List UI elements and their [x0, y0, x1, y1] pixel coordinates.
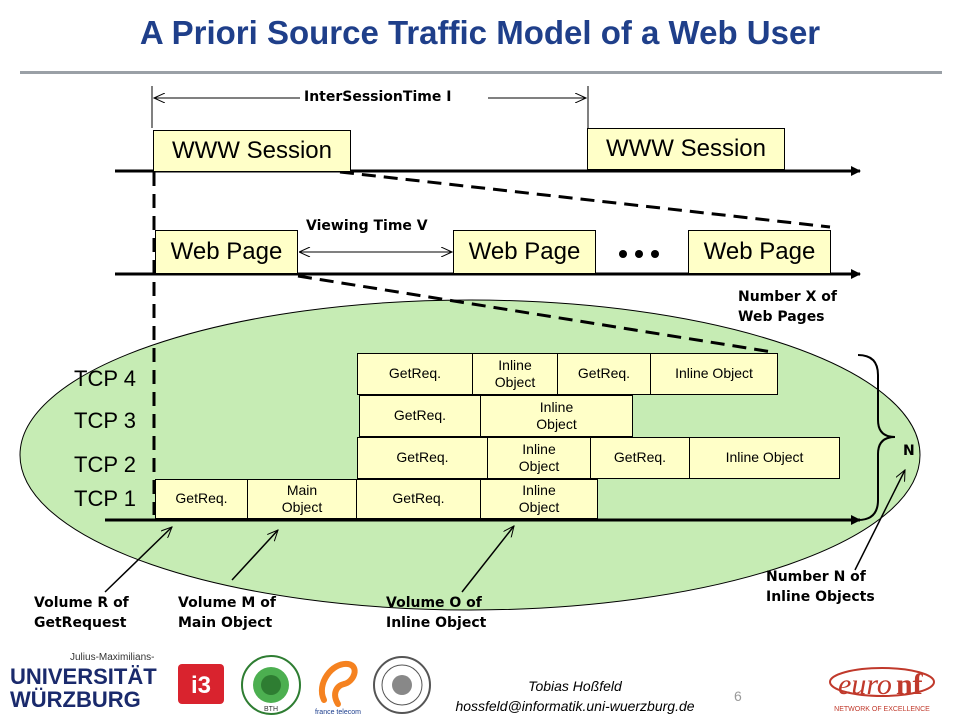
- author-block: Tobias Hoßfeld hossfeld@informatik.uni-w…: [440, 676, 710, 717]
- volume-o-label-line1: Volume O of: [386, 595, 482, 611]
- tcp2-getreq-2: GetReq.: [590, 437, 690, 479]
- university-name-line2: WÜRZBURG: [10, 687, 141, 712]
- volume-m-label: Volume M of Main Object: [178, 594, 276, 633]
- author-name: Tobias Hoßfeld: [528, 678, 622, 694]
- france-telecom-logo: france telecom: [315, 660, 361, 716]
- web-page-box: Web Page: [453, 230, 596, 274]
- volume-o-label-line2: Inline Object: [386, 614, 487, 631]
- tcp4-inline-object: Inline Object: [472, 353, 558, 395]
- zoom-line-page-right: [297, 274, 773, 354]
- svg-text:NETWORK OF EXCELLENCE: NETWORK OF EXCELLENCE: [834, 706, 930, 713]
- ellipsis-dot: [635, 250, 643, 258]
- web-page-box: Web Page: [155, 230, 298, 274]
- svg-text:BTH: BTH: [264, 706, 278, 713]
- www-session-box: WWW Session: [153, 130, 351, 172]
- svg-text:euro: euro: [838, 668, 892, 701]
- bth-logo: BTH: [241, 655, 301, 715]
- tcp3-inline-object: Inline Object: [480, 395, 633, 437]
- tcp4-getreq: GetReq.: [357, 353, 473, 395]
- pointer-volume-o: [461, 526, 514, 593]
- tcp4-inline-object-2: Inline Object: [650, 353, 778, 395]
- university-name-line1: UNIVERSITÄT: [10, 664, 157, 689]
- n-brace: [857, 354, 896, 521]
- page-number: 6: [734, 688, 742, 704]
- slide-footer: [0, 648, 960, 720]
- university-seal-logo: [373, 656, 431, 714]
- pointer-volume-r: [104, 527, 172, 593]
- number-x-label-line1: Number X of: [738, 289, 837, 305]
- web-page-box: Web Page: [688, 230, 831, 274]
- ellipsis-dot: [651, 250, 659, 258]
- tcp1-getreq-2: GetReq.: [356, 479, 481, 519]
- volume-r-label-line2: GetRequest: [34, 614, 127, 631]
- viewing-time-label: Viewing Time V: [306, 218, 428, 234]
- volume-o-label: Volume O of Inline Object: [386, 594, 486, 633]
- www-session-box: WWW Session: [587, 128, 785, 170]
- volume-r-label: Volume R of GetRequest: [34, 594, 129, 633]
- tcp2-inline-object: Inline Object: [487, 437, 591, 479]
- volume-r-label-line1: Volume R of: [34, 595, 129, 611]
- tcp3-getreq: GetReq.: [359, 395, 481, 437]
- number-x-label: Number X of Web Pages: [738, 288, 837, 327]
- tcp-4-label: TCP 4: [74, 366, 136, 391]
- title-divider: [20, 71, 942, 74]
- tcp-3-label: TCP 3: [74, 408, 136, 433]
- tcp2-getreq: GetReq.: [357, 437, 488, 479]
- volume-m-label-line1: Volume M of: [178, 595, 276, 611]
- n-label: N: [903, 443, 915, 459]
- slide-title: A Priori Source Traffic Model of a Web U…: [139, 14, 821, 51]
- ellipsis-dot: [619, 250, 627, 258]
- number-n-label-line1: Number N of: [766, 569, 866, 585]
- tcp-1-label: TCP 1: [74, 486, 136, 511]
- number-x-label-line2: Web Pages: [738, 308, 825, 325]
- tcp1-getreq: GetReq.: [155, 479, 248, 519]
- pointer-number-n: [854, 470, 906, 571]
- svg-text:i3: i3: [191, 672, 211, 699]
- tcp4-getreq-2: GetReq.: [557, 353, 651, 395]
- inter-session-time-label: InterSessionTime I: [304, 89, 452, 105]
- tcp-2-label: TCP 2: [74, 452, 136, 477]
- tcp1-main-object: Main Object: [247, 479, 357, 519]
- svg-text:nf: nf: [896, 668, 924, 701]
- zoom-line-session-right: [339, 170, 831, 229]
- pointer-volume-m: [231, 530, 278, 581]
- tcp1-inline-object: Inline Object: [480, 479, 598, 519]
- i3-logo: i3: [178, 664, 224, 704]
- volume-m-label-line2: Main Object: [178, 614, 273, 631]
- euro-nf-logo: euro nf NETWORK OF EXCELLENCE: [829, 667, 935, 713]
- svg-text:france telecom: france telecom: [315, 709, 361, 716]
- number-n-label: Number N of Inline Objects: [766, 568, 875, 607]
- tcp2-inline-object-2: Inline Object: [689, 437, 840, 479]
- number-n-label-line2: Inline Objects: [766, 588, 875, 605]
- university-wuerzburg-logo: Julius-Maximilians- UNIVERSITÄT WÜRZBURG: [10, 652, 170, 712]
- university-prefix: Julius-Maximilians-: [70, 652, 155, 663]
- author-email: hossfeld@informatik.uni-wuerzburg.de: [455, 698, 695, 715]
